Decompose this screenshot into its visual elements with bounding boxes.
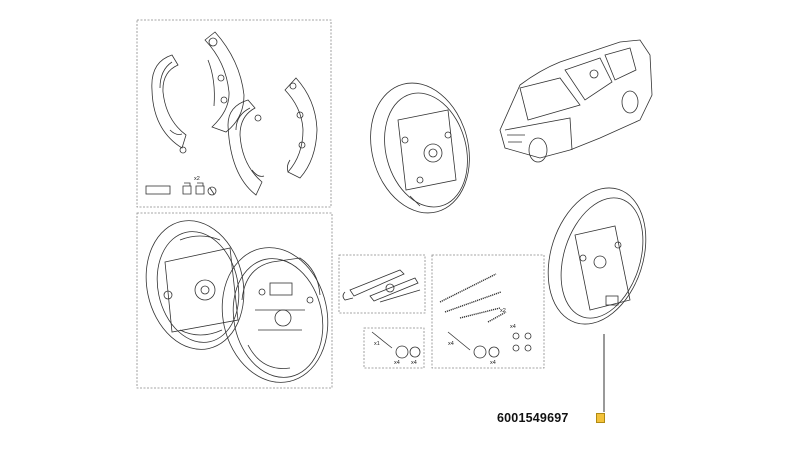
adjuster-assembly[interactable]	[342, 269, 421, 303]
qty-shoe-pins: x2	[194, 176, 200, 182]
springs-group-box	[431, 254, 545, 369]
qty-spring-small: x2	[500, 308, 506, 314]
brake-shoe-left[interactable]	[151, 54, 187, 154]
drum-brake-assembled[interactable]	[210, 238, 340, 393]
drum-assembly-group-box	[136, 212, 333, 389]
adjuster-group-box	[338, 254, 426, 314]
hardware-kit[interactable]	[371, 331, 421, 359]
part-marker[interactable]	[596, 413, 605, 423]
qty-spring-cups: x4	[510, 324, 516, 330]
hardware-group-box	[363, 327, 425, 369]
qty-spring-coil: x4	[490, 360, 496, 366]
brake-shoe-upper[interactable]	[204, 31, 245, 133]
part-number: 6001549697	[497, 411, 569, 425]
backing-plate-assembled[interactable]	[135, 211, 256, 358]
backing-plate-lower[interactable]	[532, 175, 663, 337]
shoe-pins-kit[interactable]	[145, 182, 217, 196]
qty-spring-pin: x4	[448, 341, 454, 347]
vehicle-illustration	[499, 39, 653, 163]
qty-adjuster-screw: x1	[374, 341, 380, 347]
return-springs[interactable]	[439, 273, 507, 323]
qty-adjuster-spring: x4	[394, 360, 400, 366]
spring-hardware[interactable]	[447, 331, 532, 359]
qty-retaining-cup: x4	[411, 360, 417, 366]
brake-shoe-right[interactable]	[284, 77, 318, 179]
backing-plate-upper[interactable]	[357, 72, 484, 224]
brake-shoe-center[interactable]	[227, 99, 265, 196]
brake-shoes-group-box	[136, 19, 332, 208]
